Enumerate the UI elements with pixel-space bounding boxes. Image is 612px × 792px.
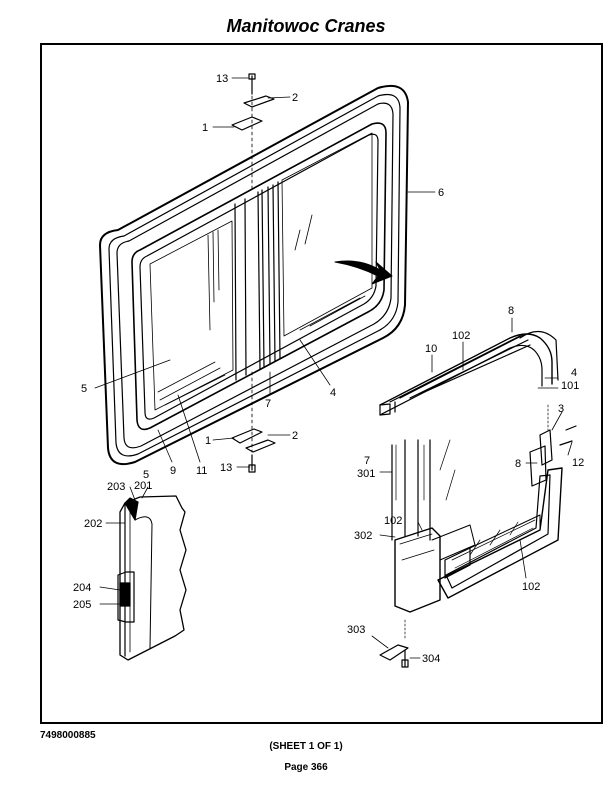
center-divider xyxy=(234,181,281,381)
corner-channel-detail xyxy=(379,330,559,416)
callout: 302 xyxy=(354,530,372,542)
callout: 5 xyxy=(81,383,87,395)
page-title: Manitowoc Cranes xyxy=(226,16,386,36)
callouts-main: 13 2 1 6 5 7 4 9 11 1 2 13 xyxy=(81,73,444,477)
bracket-303-304 xyxy=(379,619,409,668)
callout: 3 xyxy=(558,403,564,415)
sash-glass xyxy=(149,132,373,411)
callout: 102 xyxy=(384,515,402,527)
page-number: Page 366 xyxy=(284,762,328,773)
callout: 303 xyxy=(347,624,365,636)
callout: 9 xyxy=(170,465,176,477)
drawing-border xyxy=(40,43,603,724)
left-leaders xyxy=(99,486,149,605)
callout: 5 xyxy=(143,469,149,481)
slide-arrow xyxy=(334,260,393,285)
callout: 7 xyxy=(364,455,370,467)
top-bracket xyxy=(231,73,275,193)
callout: 2 xyxy=(292,92,298,104)
callout: 102 xyxy=(452,330,470,342)
callout: 10 xyxy=(425,343,437,355)
bottom-track-detail xyxy=(394,514,541,613)
callouts-detail-left: 5 203 201 202 204 205 xyxy=(73,469,152,611)
callout: 12 xyxy=(572,457,584,469)
callout: 13 xyxy=(220,462,232,474)
callouts-detail-right: 8 102 10 4 101 3 12 8 7 301 102 302 102 … xyxy=(347,305,584,665)
callout: 4 xyxy=(330,387,336,399)
callout: 202 xyxy=(84,518,102,530)
callout: 301 xyxy=(357,468,375,480)
window-frame-outer xyxy=(99,84,409,466)
window-glass-frame xyxy=(131,122,387,431)
callout: 204 xyxy=(73,582,91,594)
lower-channel-detail xyxy=(437,404,577,599)
part-number: 7498000885 xyxy=(40,730,96,741)
right-leaders xyxy=(371,317,573,659)
callout: 1 xyxy=(205,435,211,447)
callout: 7 xyxy=(265,398,271,410)
callout: 8 xyxy=(515,458,521,470)
callout: 101 xyxy=(561,380,579,392)
callout: 205 xyxy=(73,599,91,611)
callout: 6 xyxy=(438,187,444,199)
vertical-channel-detail xyxy=(391,439,456,541)
callout: 13 xyxy=(216,73,228,85)
callout: 8 xyxy=(508,305,514,317)
callout: 11 xyxy=(196,465,207,477)
callout: 203 xyxy=(107,481,125,493)
callout: 102 xyxy=(522,581,540,593)
bottom-bracket xyxy=(231,371,276,473)
sheet-label: (SHEET 1 OF 1) xyxy=(269,741,343,752)
main-leaders xyxy=(94,77,436,468)
callout: 4 xyxy=(571,367,577,379)
callout: 1 xyxy=(202,122,208,134)
callout: 2 xyxy=(292,430,298,442)
callout: 304 xyxy=(422,653,440,665)
seal-detail xyxy=(117,495,187,661)
callout: 201 xyxy=(134,480,152,492)
